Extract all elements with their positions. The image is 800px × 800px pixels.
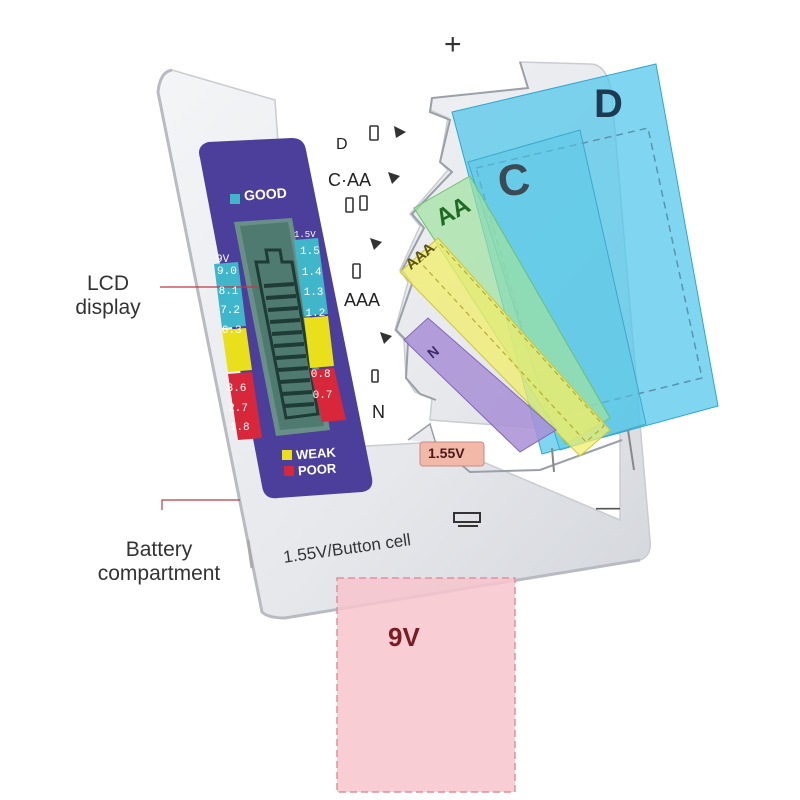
battery-slot-outline	[394, 61, 530, 401]
good-indicator	[230, 194, 240, 204]
battery-aaa	[399, 237, 611, 457]
scale-left-bars	[214, 262, 262, 440]
scale-right-bars	[294, 238, 346, 422]
slot-label-n: N	[372, 402, 385, 422]
scale-left-value: 2.7	[228, 402, 248, 415]
slot-label-d: D	[336, 136, 348, 153]
scale-right-value: 0.8	[310, 369, 331, 381]
scale-right-value: 1.2	[305, 307, 326, 320]
scale-left-value: 6.3	[221, 324, 242, 337]
lcd-battery-icon	[254, 248, 320, 420]
scale-left-value: 8.1	[218, 285, 239, 298]
button-cell-icon	[453, 512, 481, 527]
battery-compartment-callout: Battery compartment	[97, 538, 221, 585]
button-cell-label-bg	[419, 441, 485, 467]
good-label: GOOD	[243, 184, 288, 204]
battery-n	[403, 317, 557, 453]
scale-left-header: 9V	[216, 254, 230, 266]
minus-terminal-label: —	[596, 494, 620, 521]
scale-left-value: 1.8	[229, 422, 250, 434]
battery-callout-line	[161, 499, 240, 510]
poor-indicator	[284, 466, 294, 476]
button-cell-voltage: 1.55V	[428, 445, 465, 461]
lcd-callout: LCD display	[75, 272, 141, 319]
slot-label-aaa: AAA	[344, 290, 381, 310]
scale-right-value: 1.5	[300, 246, 320, 258]
scale-right-header: 1.5V	[294, 230, 316, 240]
plus-terminal-label: +	[444, 28, 462, 61]
scale-left-value: 7.2	[220, 305, 240, 317]
weak-indicator	[282, 450, 292, 460]
battery-9v-label: 9V	[388, 622, 420, 652]
scale-left-value: 9.0	[217, 266, 237, 278]
weak-label: WEAK	[295, 444, 337, 463]
slot-arrows	[370, 126, 406, 344]
slot-label-c-aa: C·AA	[328, 170, 372, 190]
scale-left-value: 3.6	[226, 383, 247, 395]
battery-c-label: C	[494, 154, 533, 207]
slot-icons	[345, 125, 379, 383]
scale-right-value: 0.7	[312, 389, 333, 402]
battery-d-label: D	[594, 82, 623, 126]
poor-label: POOR	[297, 460, 337, 479]
scale-right-value: 1.3	[303, 287, 324, 299]
scale-right-value: 1.4	[301, 266, 322, 279]
battery-9v	[336, 577, 516, 793]
